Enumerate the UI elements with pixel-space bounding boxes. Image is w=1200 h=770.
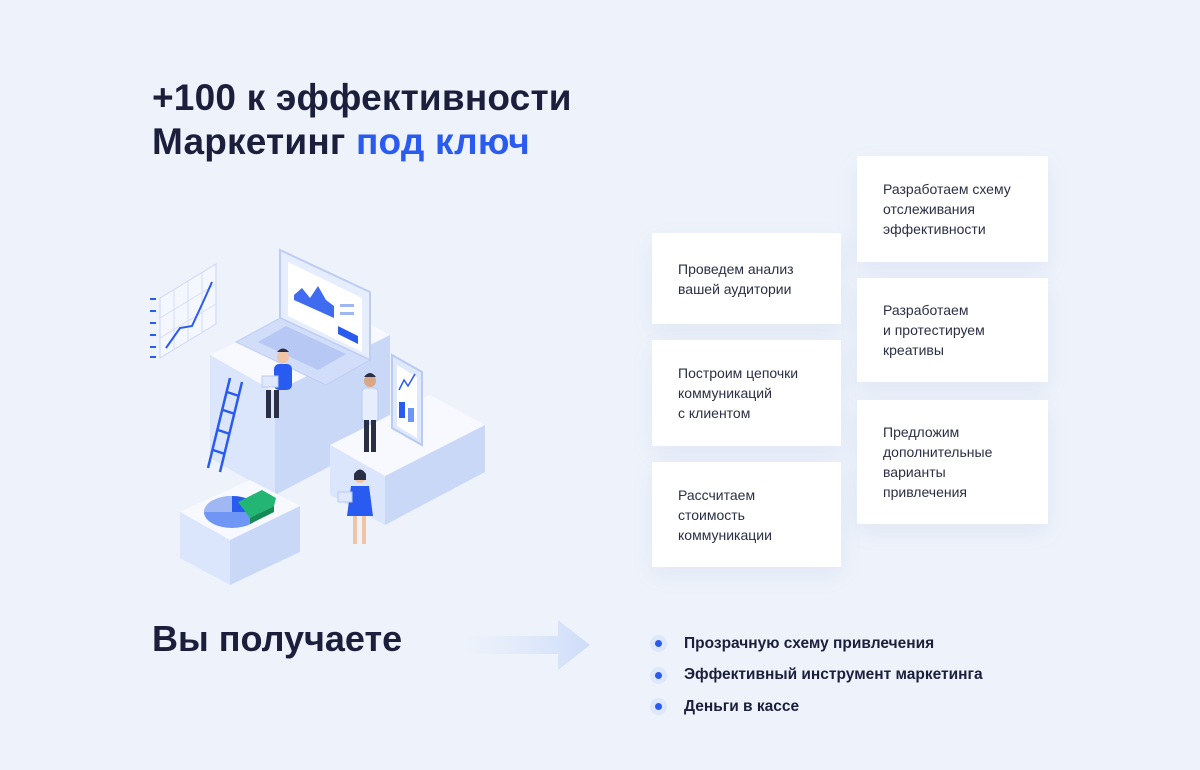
- pie-platform: [180, 480, 300, 585]
- list-item: Деньги в кассе: [650, 691, 983, 723]
- benefits-list: Прозрачную схему привлечения Эффективный…: [650, 628, 983, 723]
- bullet-dot-icon: [650, 698, 667, 716]
- card-cost: Рассчитаем стоимость коммуникации: [652, 462, 841, 567]
- tablet: [391, 353, 423, 447]
- bullet-dot-icon: [650, 666, 667, 684]
- benefit-text: Деньги в кассе: [684, 697, 800, 715]
- person-sitting: [261, 348, 292, 418]
- card-chains: Построим цепочки коммуникаций с клиентом: [652, 340, 841, 446]
- list-item: Эффективный инструмент маркетинга: [650, 660, 983, 692]
- card-creatives-text: Разработаем и протестируем креативы: [883, 302, 985, 358]
- headline-accent: под ключ: [355, 121, 530, 162]
- card-cost-text: Рассчитаем стоимость коммуникации: [678, 486, 772, 543]
- headline: +100 к эффективности Маркетинг под ключ: [152, 76, 572, 164]
- card-options-text: Предложим дополнительные варианты привле…: [883, 424, 993, 500]
- card-options: Предложим дополнительные варианты привле…: [857, 400, 1048, 524]
- card-tracking: Разработаем схему отслеживания эффективн…: [857, 156, 1048, 262]
- card-chains-text: Построим цепочки коммуникаций с клиентом: [678, 365, 799, 421]
- person-standing: [361, 373, 379, 452]
- benefit-text: Эффективный инструмент маркетинга: [684, 666, 983, 684]
- person-woman: [337, 469, 373, 544]
- headline-line-2-prefix: Маркетинг: [152, 121, 356, 162]
- card-analysis: Проведем анализ вашей аудитории: [652, 233, 841, 324]
- card-creatives: Разработаем и протестируем креативы: [857, 278, 1048, 382]
- arrow-right-icon: [458, 620, 590, 670]
- chart-board: [150, 263, 217, 359]
- bullet-dot-icon: [650, 635, 667, 653]
- headline-line-2: Маркетинг под ключ: [152, 120, 572, 164]
- ladder: [206, 377, 244, 473]
- list-item: Прозрачную схему привлечения: [650, 628, 983, 660]
- laptop: [234, 248, 372, 386]
- benefit-text: Прозрачную схему привлечения: [684, 634, 935, 652]
- card-tracking-text: Разработаем схему отслеживания эффективн…: [883, 181, 1011, 237]
- results-title: Вы получаете: [152, 618, 403, 659]
- isometric-marketing-illustration: [150, 248, 485, 585]
- card-analysis-text: Проведем анализ вашей аудитории: [678, 260, 794, 297]
- headline-line-1: +100 к эффективности: [152, 77, 572, 118]
